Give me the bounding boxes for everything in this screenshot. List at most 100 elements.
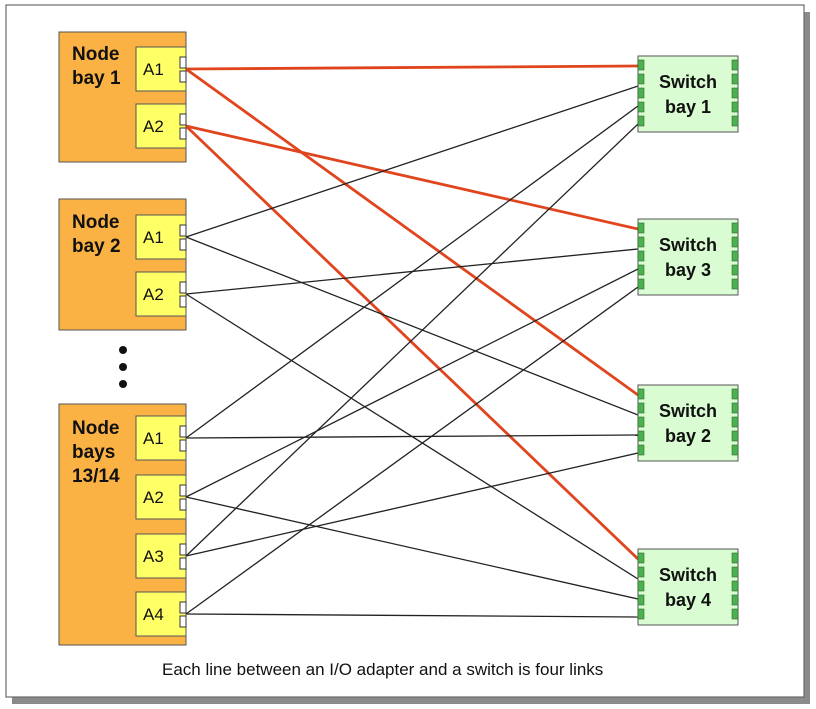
- adapter-box: [135, 103, 187, 149]
- switch-port: [637, 115, 645, 127]
- switch-port: [637, 236, 645, 248]
- switch-label: bay 2: [665, 426, 711, 446]
- switch-port: [637, 444, 645, 456]
- adapter-n3a4: A4: [135, 591, 187, 637]
- connection-line: [185, 236, 639, 416]
- adapter-label: A1: [143, 429, 164, 448]
- ellipsis-dot: [119, 380, 127, 388]
- adapter-label: A2: [143, 285, 164, 304]
- switch-port: [731, 59, 739, 71]
- switch-port: [637, 402, 645, 414]
- adapter-port: [179, 498, 187, 511]
- adapter-box: [135, 533, 187, 579]
- switch-port: [637, 608, 645, 620]
- switch-port: [731, 608, 739, 620]
- switch-port: [637, 250, 645, 262]
- ellipsis-dot: [119, 346, 127, 354]
- adapter-port: [179, 601, 187, 614]
- switch-port: [637, 566, 645, 578]
- switch-port: [731, 580, 739, 592]
- connection-lines: [185, 64, 639, 618]
- adapter-label: A2: [143, 488, 164, 507]
- adapter-port: [179, 615, 187, 628]
- adapter-box: [135, 474, 187, 520]
- adapter-port: [179, 295, 187, 308]
- switch-port: [731, 566, 739, 578]
- switch-box: [637, 218, 739, 296]
- switch-port: [731, 552, 739, 564]
- switch-label: Switch: [659, 565, 717, 585]
- connection-line: [185, 496, 639, 600]
- node-label: 13/14: [72, 466, 120, 487]
- node-label: Node: [72, 418, 120, 439]
- switch-port: [637, 222, 645, 234]
- switch-port: [637, 278, 645, 290]
- node-label: Node: [72, 212, 120, 233]
- highlighted-connection-line: [185, 64, 639, 71]
- node-label: bay 1: [72, 68, 121, 89]
- connection-line: [185, 105, 639, 439]
- switch-port: [731, 73, 739, 85]
- switch-port: [731, 278, 739, 290]
- switch-port: [637, 87, 645, 99]
- switch-port: [637, 416, 645, 428]
- adapter-port: [179, 281, 187, 294]
- adapter-port: [179, 113, 187, 126]
- adapter-n1a1: A1: [135, 46, 187, 92]
- connection-line: [185, 85, 639, 238]
- switch-port: [731, 250, 739, 262]
- switch-port: [731, 594, 739, 606]
- connection-line: [185, 613, 639, 618]
- switch-port: [637, 552, 645, 564]
- adapter-box: [135, 415, 187, 461]
- switch-port: [731, 236, 739, 248]
- adapter-port: [179, 484, 187, 497]
- connection-line: [185, 452, 639, 557]
- node-label: Node: [72, 44, 120, 65]
- switch-port: [731, 101, 739, 113]
- adapter-n1a2: A2: [135, 103, 187, 149]
- switch-port: [637, 73, 645, 85]
- highlighted-connection-line: [185, 124, 639, 231]
- adapter-box: [135, 271, 187, 317]
- adapter-n3a3: A3: [135, 533, 187, 579]
- switch-port: [731, 430, 739, 442]
- adapter-box: [135, 591, 187, 637]
- adapter-label: A1: [143, 60, 164, 79]
- switch-label: Switch: [659, 72, 717, 92]
- switch-port: [637, 264, 645, 276]
- adapter-n2a1: A1: [135, 214, 187, 260]
- adapter-port: [179, 224, 187, 237]
- switch-port: [637, 580, 645, 592]
- node-label: bay 2: [72, 236, 121, 257]
- switch-s2: Switch bay 2: [637, 384, 739, 462]
- switch-port: [731, 402, 739, 414]
- switch-port: [731, 264, 739, 276]
- node-label: bays: [72, 442, 115, 463]
- highlighted-connection-line: [185, 67, 639, 397]
- connection-line: [185, 434, 639, 439]
- adapter-box: [135, 214, 187, 260]
- adapter-n3a1: A1: [135, 415, 187, 461]
- adapter-port: [179, 56, 187, 69]
- adapter-n3a2: A2: [135, 474, 187, 520]
- switch-s1: Switch bay 1: [637, 55, 739, 133]
- switch-port: [731, 388, 739, 400]
- adapter-label: A4: [143, 605, 164, 624]
- adapter-port: [179, 425, 187, 438]
- switch-port: [637, 388, 645, 400]
- adapter-label: A1: [143, 228, 164, 247]
- switch-label: bay 3: [665, 260, 711, 280]
- switch-label: bay 1: [665, 97, 711, 117]
- switch-port: [731, 115, 739, 127]
- switch-box: [637, 548, 739, 626]
- adapter-n2a2: A2: [135, 271, 187, 317]
- connection-line: [185, 286, 639, 615]
- switch-label: Switch: [659, 401, 717, 421]
